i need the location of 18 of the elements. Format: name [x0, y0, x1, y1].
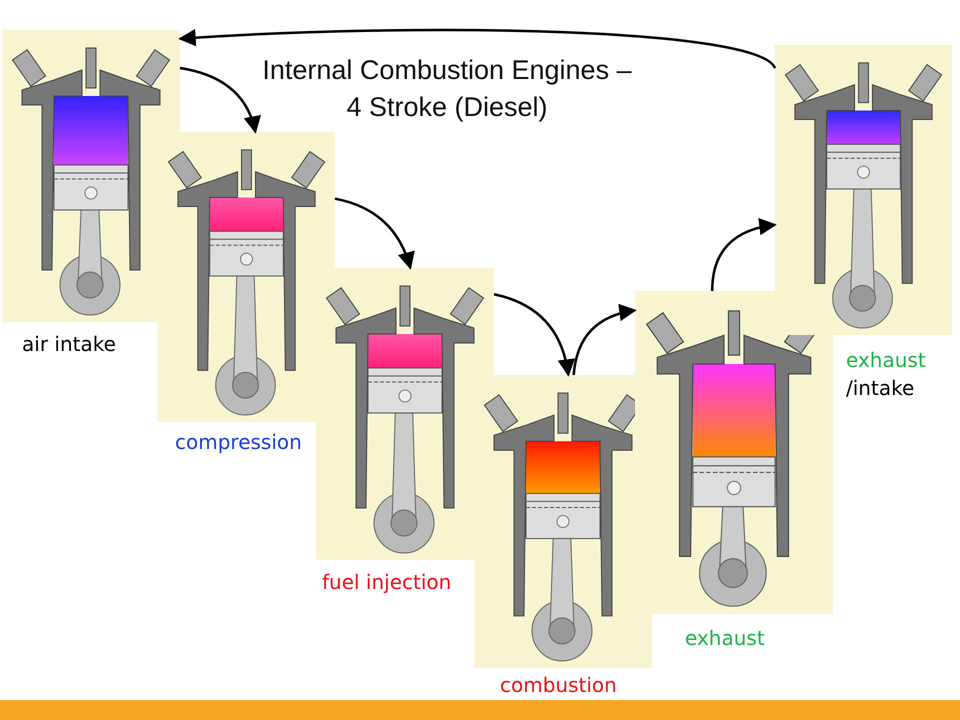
- arrow: [178, 28, 776, 70]
- arrow: [180, 66, 260, 134]
- node-label: air intake: [22, 331, 116, 358]
- arrow: [334, 197, 414, 270]
- arrow: [710, 218, 777, 292]
- picture-panel: [635, 291, 833, 614]
- picture-panel: [2, 30, 180, 322]
- title: Internal Combustion Engines – 4 Stroke (Diesel): [262, 54, 632, 124]
- node-label: combustion: [500, 672, 617, 699]
- picture-panel: [158, 132, 335, 422]
- node-label: compression: [175, 429, 302, 456]
- arrow: [572, 304, 637, 376]
- picture-panel: [775, 45, 952, 335]
- node-label: fuel injection: [322, 569, 452, 596]
- node-label: exhaust: [846, 347, 926, 374]
- node-label: /intake: [846, 375, 914, 402]
- arrow: [494, 293, 574, 377]
- node-label: exhaust: [685, 625, 765, 652]
